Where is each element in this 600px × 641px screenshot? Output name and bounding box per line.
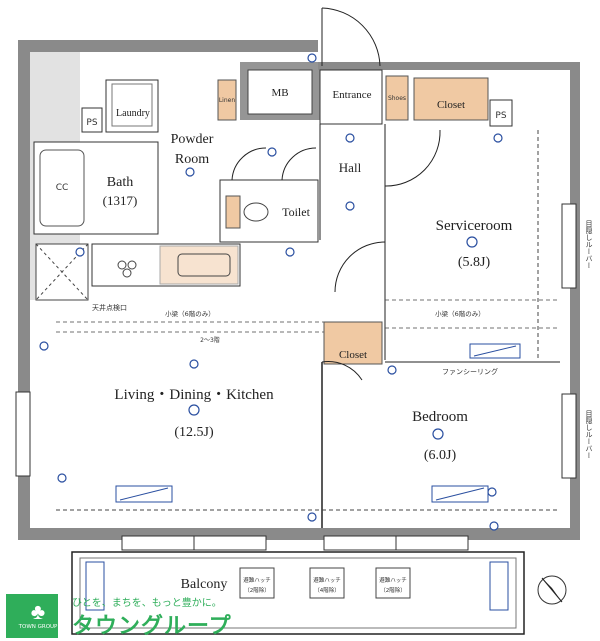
mb-label: MB [271,87,288,99]
logo-name: タウングループ [72,614,232,639]
kobari-left-note: 小梁（6階のみ） [165,309,215,318]
closet-top-label: Closet [437,99,465,111]
logo-sub: TOWN GROUP [18,624,58,630]
laundry-label: Laundry [116,108,150,119]
bath-label: Bath [107,175,133,190]
brand-logo: ♣ TOWN GROUP ひとを、まちを、もっと豊かに。 タウングループ [0,592,240,641]
tree-icon: ♣ TOWN GROUP [6,594,58,638]
serviceroom-size: (5.8J) [458,255,491,270]
toilet-label: Toilet [282,205,310,219]
hatch2-line1: 避難ハッチ [313,576,341,584]
ldk-size: (12.5J) [174,425,214,440]
balcony [71,551,525,635]
kobari-right-note: 小梁（6階のみ） [435,309,485,318]
ps-right-label: PS [495,111,506,121]
shoes-closet [385,75,409,121]
hatch2-line2: （4階除） [314,586,340,594]
cc-label: CC [56,183,69,193]
hatch1-line2: （2階除） [244,586,270,594]
serviceroom-label: Serviceroom [436,218,513,234]
balcony-label: Balcony [181,577,228,592]
powder-room-label-2: Room [175,152,209,167]
hatch1-line1: 避難ハッチ [243,576,271,584]
closet-mid [323,321,383,365]
closet-mid-label: Closet [339,349,367,361]
electrical-symbols [39,53,503,531]
fan-note: ファンシーリング [442,367,498,376]
serviceroom-door-swing [384,129,441,187]
linen-label: Linen [219,97,236,104]
entrance-label: Entrance [332,89,371,101]
closet-top [413,77,489,121]
powder-room-label-1: Powder [171,132,214,147]
linen-closet [217,79,237,121]
ceiling-hatch-note: 天井点検口 [92,303,127,312]
hatch3-line2: （2階除） [380,586,406,594]
shoes-label: Shoes [388,95,406,102]
hall-door-swing [334,241,386,293]
bedroom-label: Bedroom [412,409,468,425]
louver-bottom-note: 目隠しルーバー [585,410,593,459]
louver-top-note: 目隠しルーバー [585,220,593,269]
hatch3-line1: 避難ハッチ [379,576,407,584]
hall-label: Hall [339,160,362,175]
bath-size-label: (1317) [103,193,138,208]
ldk-label: Living・Dining・Kitchen [114,387,274,403]
bedroom-size: (6.0J) [424,448,457,463]
logo-tagline: ひとを、まちを、もっと豊かに。 [72,598,222,609]
north-arrow-icon [537,575,567,605]
entrance-door-swing [321,7,381,67]
floor-note: 2～3階 [200,336,220,344]
ps-left-label: PS [86,118,97,128]
